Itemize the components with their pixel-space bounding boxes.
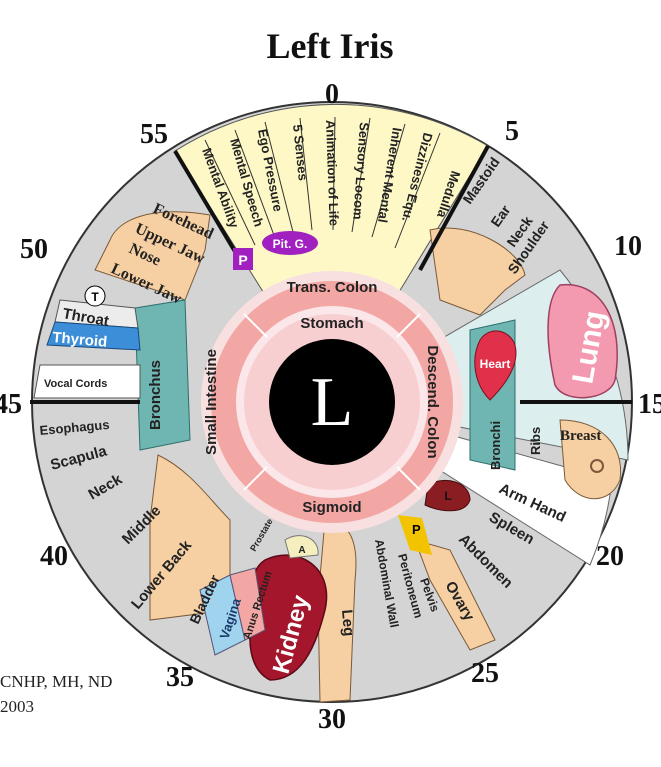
- pupil: [269, 339, 395, 465]
- clock-35: 35: [166, 662, 194, 693]
- label-animation-of-life: Animation of Life: [323, 120, 342, 227]
- thyroid-band: [46, 321, 141, 351]
- throat-badge-label: T: [91, 290, 99, 304]
- adrenal-shape: [284, 535, 319, 559]
- vocal-cords-band: [33, 364, 141, 399]
- label-thyroid: Thyroid: [52, 329, 108, 351]
- label-breast: Breast: [560, 428, 601, 444]
- pupil-letter: L: [311, 364, 354, 441]
- clock-45: 45: [0, 389, 22, 420]
- label-vocal-cords: Vocal Cords: [44, 378, 107, 390]
- label-adrenal-badge: A: [298, 545, 305, 556]
- p-badge-box: [233, 248, 253, 270]
- pit-g-label: Pit. G.: [273, 237, 308, 251]
- brain-radial-lines: [204, 116, 441, 249]
- clock-15: 15: [638, 389, 661, 420]
- label-leg: Leg: [338, 609, 357, 637]
- label-ribs: Ribs: [528, 427, 543, 455]
- heart-shape: [474, 330, 517, 401]
- breast-shape: [559, 419, 622, 500]
- clock-25: 25: [471, 658, 499, 689]
- ring-dividers: [243, 313, 421, 491]
- label-sensory-locom: Sensory Locom: [350, 122, 372, 220]
- clock-40: 40: [40, 541, 68, 572]
- clock-10: 10: [614, 231, 642, 262]
- clock-30: 30: [318, 704, 346, 735]
- ring-descend-colon: Descend. Colon: [424, 345, 441, 458]
- ovary-badge-label: P: [412, 522, 421, 537]
- throat-badge: [84, 285, 106, 307]
- major-dividers: [30, 145, 632, 404]
- credit-line-2: 2003: [0, 697, 34, 716]
- ring-trans-colon: Trans. Colon: [287, 279, 378, 296]
- label-esophagus: Esophagus: [39, 417, 110, 438]
- clock-0: 0: [325, 79, 339, 110]
- label-5-senses: 5 Senses: [290, 124, 311, 182]
- clock-55: 55: [140, 119, 168, 150]
- p-badge-label: P: [238, 252, 247, 268]
- anus-band: [229, 567, 266, 641]
- face-shape: [94, 211, 211, 301]
- label-heart: Heart: [480, 357, 511, 371]
- left-torso-shape: [149, 454, 231, 621]
- clock-20: 20: [596, 541, 624, 572]
- credit-line-1: CNHP, MH, ND: [0, 672, 113, 691]
- label-bronchus-left: Bronchus: [147, 360, 164, 430]
- right-neck-shape: [429, 227, 526, 316]
- clock-numbers: 0 5 10 15 20 25 30 35 40 45 50 55: [0, 79, 661, 735]
- spleen-badge-label: L: [444, 489, 451, 503]
- ring-sigmoid: Sigmoid: [302, 499, 361, 516]
- ring-stomach: Stomach: [300, 315, 363, 332]
- ring-small-intestine: Small Intestine: [203, 349, 220, 455]
- lung-shape: [547, 283, 618, 399]
- breast-nipple: [590, 459, 604, 473]
- pit-g-badge: [262, 231, 318, 255]
- clock-5: 5: [505, 116, 519, 147]
- label-bronchi-right: Bronchi: [488, 421, 503, 470]
- ovary-badge: [398, 515, 432, 555]
- clock-50: 50: [20, 234, 48, 265]
- spleen-shape: [424, 480, 471, 512]
- ovary-shape: [414, 539, 496, 651]
- chart-title: Left Iris: [267, 26, 394, 66]
